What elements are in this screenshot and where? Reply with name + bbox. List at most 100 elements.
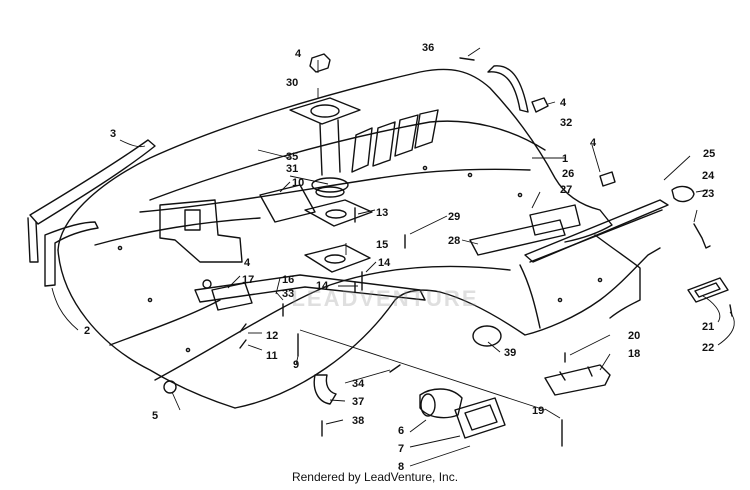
tail-light-inner [694, 282, 721, 298]
callout-20: 20 [628, 330, 640, 342]
vent-slot [414, 109, 439, 149]
mount-plate-hole [325, 209, 347, 219]
callout-37: 37 [352, 396, 364, 408]
hood-crease-3 [94, 217, 261, 246]
console-opening [259, 184, 316, 223]
callout-15: 15 [376, 239, 388, 251]
callout-31: 31 [286, 163, 298, 175]
callout-4: 4 [244, 257, 251, 269]
clip-26 [599, 171, 616, 187]
bumper-rail [524, 199, 669, 263]
steering-column [319, 119, 341, 176]
tail-light [687, 277, 729, 303]
steering-plate [289, 97, 361, 125]
cap-24 [671, 185, 695, 203]
steering-boot-inner [315, 186, 345, 198]
hook-bracket [313, 374, 337, 405]
callout-26: 26 [562, 168, 574, 180]
callout-11: 11 [266, 350, 278, 362]
steering-hole [310, 104, 340, 118]
callout-39: 39 [504, 347, 516, 359]
bracket-18-tab [559, 366, 593, 381]
mount-plate-lower-hole [324, 254, 346, 264]
callout-6: 6 [398, 425, 404, 437]
hood-bottom-sweep [234, 289, 441, 409]
bolt-12 [239, 323, 247, 333]
callout-21: 21 [702, 321, 714, 333]
hood-shell [57, 68, 613, 251]
callout-1: 1 [562, 153, 568, 165]
watermark: LEADVENTURE [291, 286, 479, 311]
hood-crease-2 [139, 168, 531, 213]
front-scoop [594, 234, 641, 319]
washer-5 [163, 380, 177, 394]
callout-4: 4 [295, 48, 302, 60]
callout-25: 25 [703, 148, 715, 160]
callout-16: 16 [282, 274, 294, 286]
callout-5: 5 [152, 410, 158, 422]
side-panel-right [439, 247, 661, 336]
bolt-23 [693, 223, 711, 249]
vent-slot [394, 114, 419, 157]
vent-slot [372, 121, 396, 167]
headlight-gasket-inner [464, 404, 498, 431]
callout-36: 36 [422, 42, 434, 54]
nut-4-left [202, 279, 212, 289]
callout-23: 23 [702, 188, 714, 200]
trim-strip-3 [29, 139, 156, 225]
callout-14: 14 [316, 280, 329, 292]
hood-lower-edge [57, 249, 236, 409]
callout-8: 8 [398, 461, 404, 473]
callout-3: 3 [110, 128, 116, 140]
footer-credit: Rendered by LeadVenture, Inc. [291, 470, 459, 484]
callout-2: 2 [84, 325, 90, 337]
bolt-36 [459, 57, 475, 61]
trim-strip-2 [44, 221, 99, 287]
callout-32: 32 [560, 117, 572, 129]
callout-38: 38 [352, 415, 364, 427]
callout-35: 35 [286, 151, 298, 163]
bolt-14 [354, 271, 363, 293]
mount-plate [304, 199, 373, 227]
callout-19: 19 [532, 405, 544, 417]
callout-22: 22 [702, 342, 714, 354]
callout-4: 4 [560, 97, 567, 109]
callout-30: 30 [286, 77, 298, 89]
vent-slot [351, 127, 373, 173]
mount-plate-lower [304, 244, 371, 273]
bumper-rail-lower [529, 209, 663, 263]
callout-29: 29 [448, 211, 460, 223]
bracket-18 [544, 364, 611, 396]
console-bracket [159, 199, 243, 263]
callout-17: 17 [242, 274, 254, 286]
headlight-gasket [454, 397, 506, 439]
grommet-39 [472, 325, 502, 347]
bracket-27 [529, 204, 581, 236]
callout-12: 12 [266, 330, 278, 342]
callout-34: 34 [352, 378, 365, 390]
nut-32 [531, 97, 549, 113]
callout-10: 10 [292, 177, 304, 189]
top-trim-36 [487, 65, 529, 113]
callout-18: 18 [628, 348, 640, 360]
belly-pan-edge [154, 265, 511, 381]
hood-crease-1 [149, 120, 546, 201]
callout-33: 33 [282, 288, 294, 300]
callout-14: 14 [378, 257, 391, 269]
steering-boot [311, 177, 349, 193]
headlight-lens [420, 393, 436, 417]
console-bracket-slot [184, 209, 201, 231]
crossmember [194, 274, 426, 303]
callout-27: 27 [560, 184, 572, 196]
bolt-11 [239, 339, 247, 349]
trim-strip-3b [27, 217, 39, 263]
callout-13: 13 [376, 207, 388, 219]
callout-7: 7 [398, 443, 404, 455]
callout-4: 4 [590, 137, 597, 149]
callout-28: 28 [448, 235, 460, 247]
nut-4-top [309, 53, 331, 73]
belly-pan-inner [109, 299, 221, 346]
callout-9: 9 [293, 359, 299, 371]
side-skirt-right [519, 264, 541, 329]
